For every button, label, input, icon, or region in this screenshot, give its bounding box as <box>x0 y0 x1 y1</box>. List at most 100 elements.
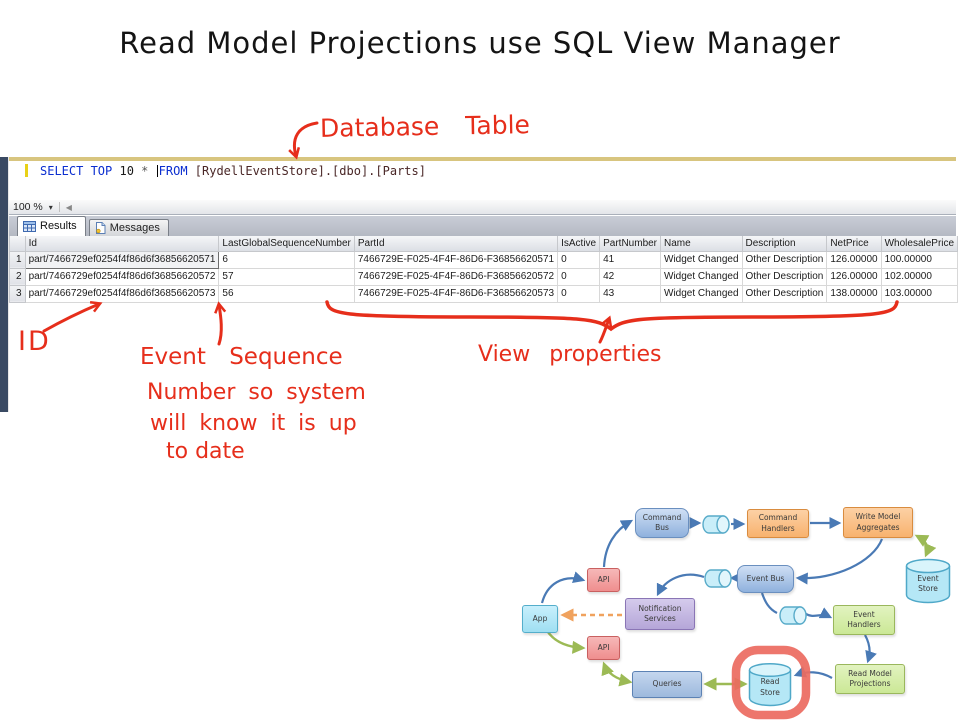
arrow-queue3-to-event-handlers <box>805 607 833 619</box>
text-caret <box>156 164 158 177</box>
node-event-store: Event Store <box>905 558 951 604</box>
arrow-event-bus-to-queue3 <box>760 592 778 614</box>
annotation-event-sequence-line1: Event Sequence <box>140 344 343 370</box>
grid-cell[interactable]: 138.00000 <box>826 284 882 303</box>
grid-cell[interactable]: 42 <box>599 267 662 286</box>
arrow-app-to-api-bottom <box>547 631 586 654</box>
grid-cell[interactable]: Widget Changed <box>660 267 743 286</box>
message-page-icon <box>95 221 106 234</box>
grid-column-header[interactable]: Name <box>660 236 743 252</box>
node-app: App <box>522 605 558 633</box>
grid-cell[interactable]: 57 <box>218 267 355 286</box>
event-sequence-arrow <box>214 301 227 346</box>
annotation-id: ID <box>18 326 51 357</box>
grid-cell[interactable]: 7466729E-F025-4F4F-86D6-F36856620571 <box>353 250 559 269</box>
node-command-handlers: Command Handlers <box>747 509 809 538</box>
grid-icon <box>23 220 36 232</box>
editor-zoom-bar: 100 % ▾ ◀ <box>9 200 956 215</box>
grid-cell[interactable]: Widget Changed <box>660 284 743 303</box>
grid-cell[interactable]: 102.00000 <box>880 267 959 286</box>
node-read-store: Read Store <box>748 662 792 707</box>
arrow-app-to-api <box>540 571 586 604</box>
annotation-event-sequence-line2: Number so system <box>147 380 366 405</box>
tab-label: Results <box>40 220 77 232</box>
view-properties-arrow <box>598 315 613 344</box>
grid-column-header[interactable]: IsActive <box>557 236 601 252</box>
node-notification-services: Notification Services <box>625 598 695 630</box>
grid-cell[interactable]: 126.00000 <box>826 267 882 286</box>
divider <box>58 202 60 212</box>
grid-column-header[interactable]: Description <box>741 236 828 252</box>
grid-cell[interactable]: part/7466729ef0254f4f86d6f36856620572 <box>24 267 220 286</box>
annotation-event-sequence-line4: to date <box>166 439 245 464</box>
queue-cylinder-icon <box>779 606 807 625</box>
sql-star: * <box>141 164 149 178</box>
grid-cell[interactable]: 56 <box>218 284 355 303</box>
arrow-projections-to-read-store <box>793 666 833 679</box>
grid-cell[interactable]: 43 <box>599 284 662 303</box>
tab-label: Messages <box>109 221 160 234</box>
grid-cell[interactable]: part/7466729ef0254f4f86d6f36856620573 <box>24 284 220 303</box>
node-api-bottom: API <box>587 636 620 660</box>
node-event-handlers: Event Handlers <box>833 605 895 635</box>
grid-cell[interactable]: Other Description <box>741 284 828 303</box>
arrow-api-to-command-bus <box>602 519 634 568</box>
sql-top-number: 10 <box>119 164 134 178</box>
grid-cell[interactable]: 41 <box>599 250 662 269</box>
row-number[interactable]: 3 <box>9 284 26 303</box>
arrow-aggregates-to-event-bus <box>795 538 884 585</box>
grid-column-header[interactable]: WholesalePrice <box>880 236 959 252</box>
grid-column-header[interactable]: NetPrice <box>826 236 882 252</box>
grid-column-header[interactable]: PartNumber <box>599 236 662 252</box>
grid-cell[interactable]: 7466729E-F025-4F4F-86D6-F36856620572 <box>353 267 559 286</box>
grid-cell[interactable]: 100.00000 <box>880 250 959 269</box>
sql-editor[interactable]: SELECT TOP 10 * FROM [RydellEventStore].… <box>9 161 956 200</box>
node-queries: Queries <box>632 671 702 698</box>
grid-corner[interactable] <box>9 236 26 252</box>
node-command-bus: Command Bus <box>635 508 689 538</box>
node-read-model-projections: Read Model Projections <box>835 664 905 694</box>
grid-cell[interactable]: 0 <box>557 267 601 286</box>
sql-table-reference: [RydellEventStore].[dbo].[Parts] <box>194 164 426 178</box>
grid-column-header[interactable]: Id <box>24 236 220 252</box>
grid-cell[interactable]: 126.00000 <box>826 250 882 269</box>
zoom-level[interactable]: 100 % <box>13 201 43 213</box>
cqrs-diagram: Command Bus Command Handlers Write Model… <box>505 490 960 720</box>
grid-cell[interactable]: 0 <box>557 250 601 269</box>
grid-cell[interactable]: part/7466729ef0254f4f86d6f36856620571 <box>24 250 220 269</box>
queue-cylinder-icon <box>702 515 730 534</box>
grid-column-header[interactable]: LastGlobalSequenceNumber <box>218 236 355 252</box>
chevron-down-icon[interactable]: ▾ <box>48 202 53 212</box>
sql-select-keyword: SELECT TOP <box>40 164 113 178</box>
scroll-left-icon[interactable]: ◀ <box>65 202 72 212</box>
ssms-window-top-edge <box>0 157 956 161</box>
grid-cell[interactable]: 0 <box>557 284 601 303</box>
queue-cylinder-icon <box>704 569 732 588</box>
page-title: Read Model Projections use SQL View Mana… <box>119 26 841 60</box>
id-arrow <box>42 301 103 333</box>
arrow-queries-api <box>601 661 633 687</box>
grid-cell[interactable]: 7466729E-F025-4F4F-86D6-F36856620573 <box>353 284 559 303</box>
annotation-database-table: Database Table <box>319 110 531 143</box>
tab-messages[interactable]: Messages <box>88 219 169 236</box>
database-cylinder-icon <box>905 558 951 604</box>
sql-query[interactable]: SELECT TOP 10 * FROM [RydellEventStore].… <box>9 161 956 179</box>
row-number[interactable]: 2 <box>9 267 26 286</box>
grid-column-header[interactable]: PartId <box>353 236 559 252</box>
arrow-queue2-to-notification <box>656 573 705 597</box>
grid-cell[interactable]: 103.00000 <box>880 284 959 303</box>
tab-results[interactable]: Results <box>17 216 86 236</box>
grid-cell[interactable]: 6 <box>218 250 355 269</box>
grid-cell[interactable]: Widget Changed <box>660 250 743 269</box>
node-event-bus: Event Bus <box>737 565 794 593</box>
grid-cell[interactable]: Other Description <box>741 267 828 286</box>
grid-cell[interactable]: Other Description <box>741 250 828 269</box>
row-number[interactable]: 1 <box>9 250 26 269</box>
sql-from-keyword: FROM <box>158 164 188 178</box>
